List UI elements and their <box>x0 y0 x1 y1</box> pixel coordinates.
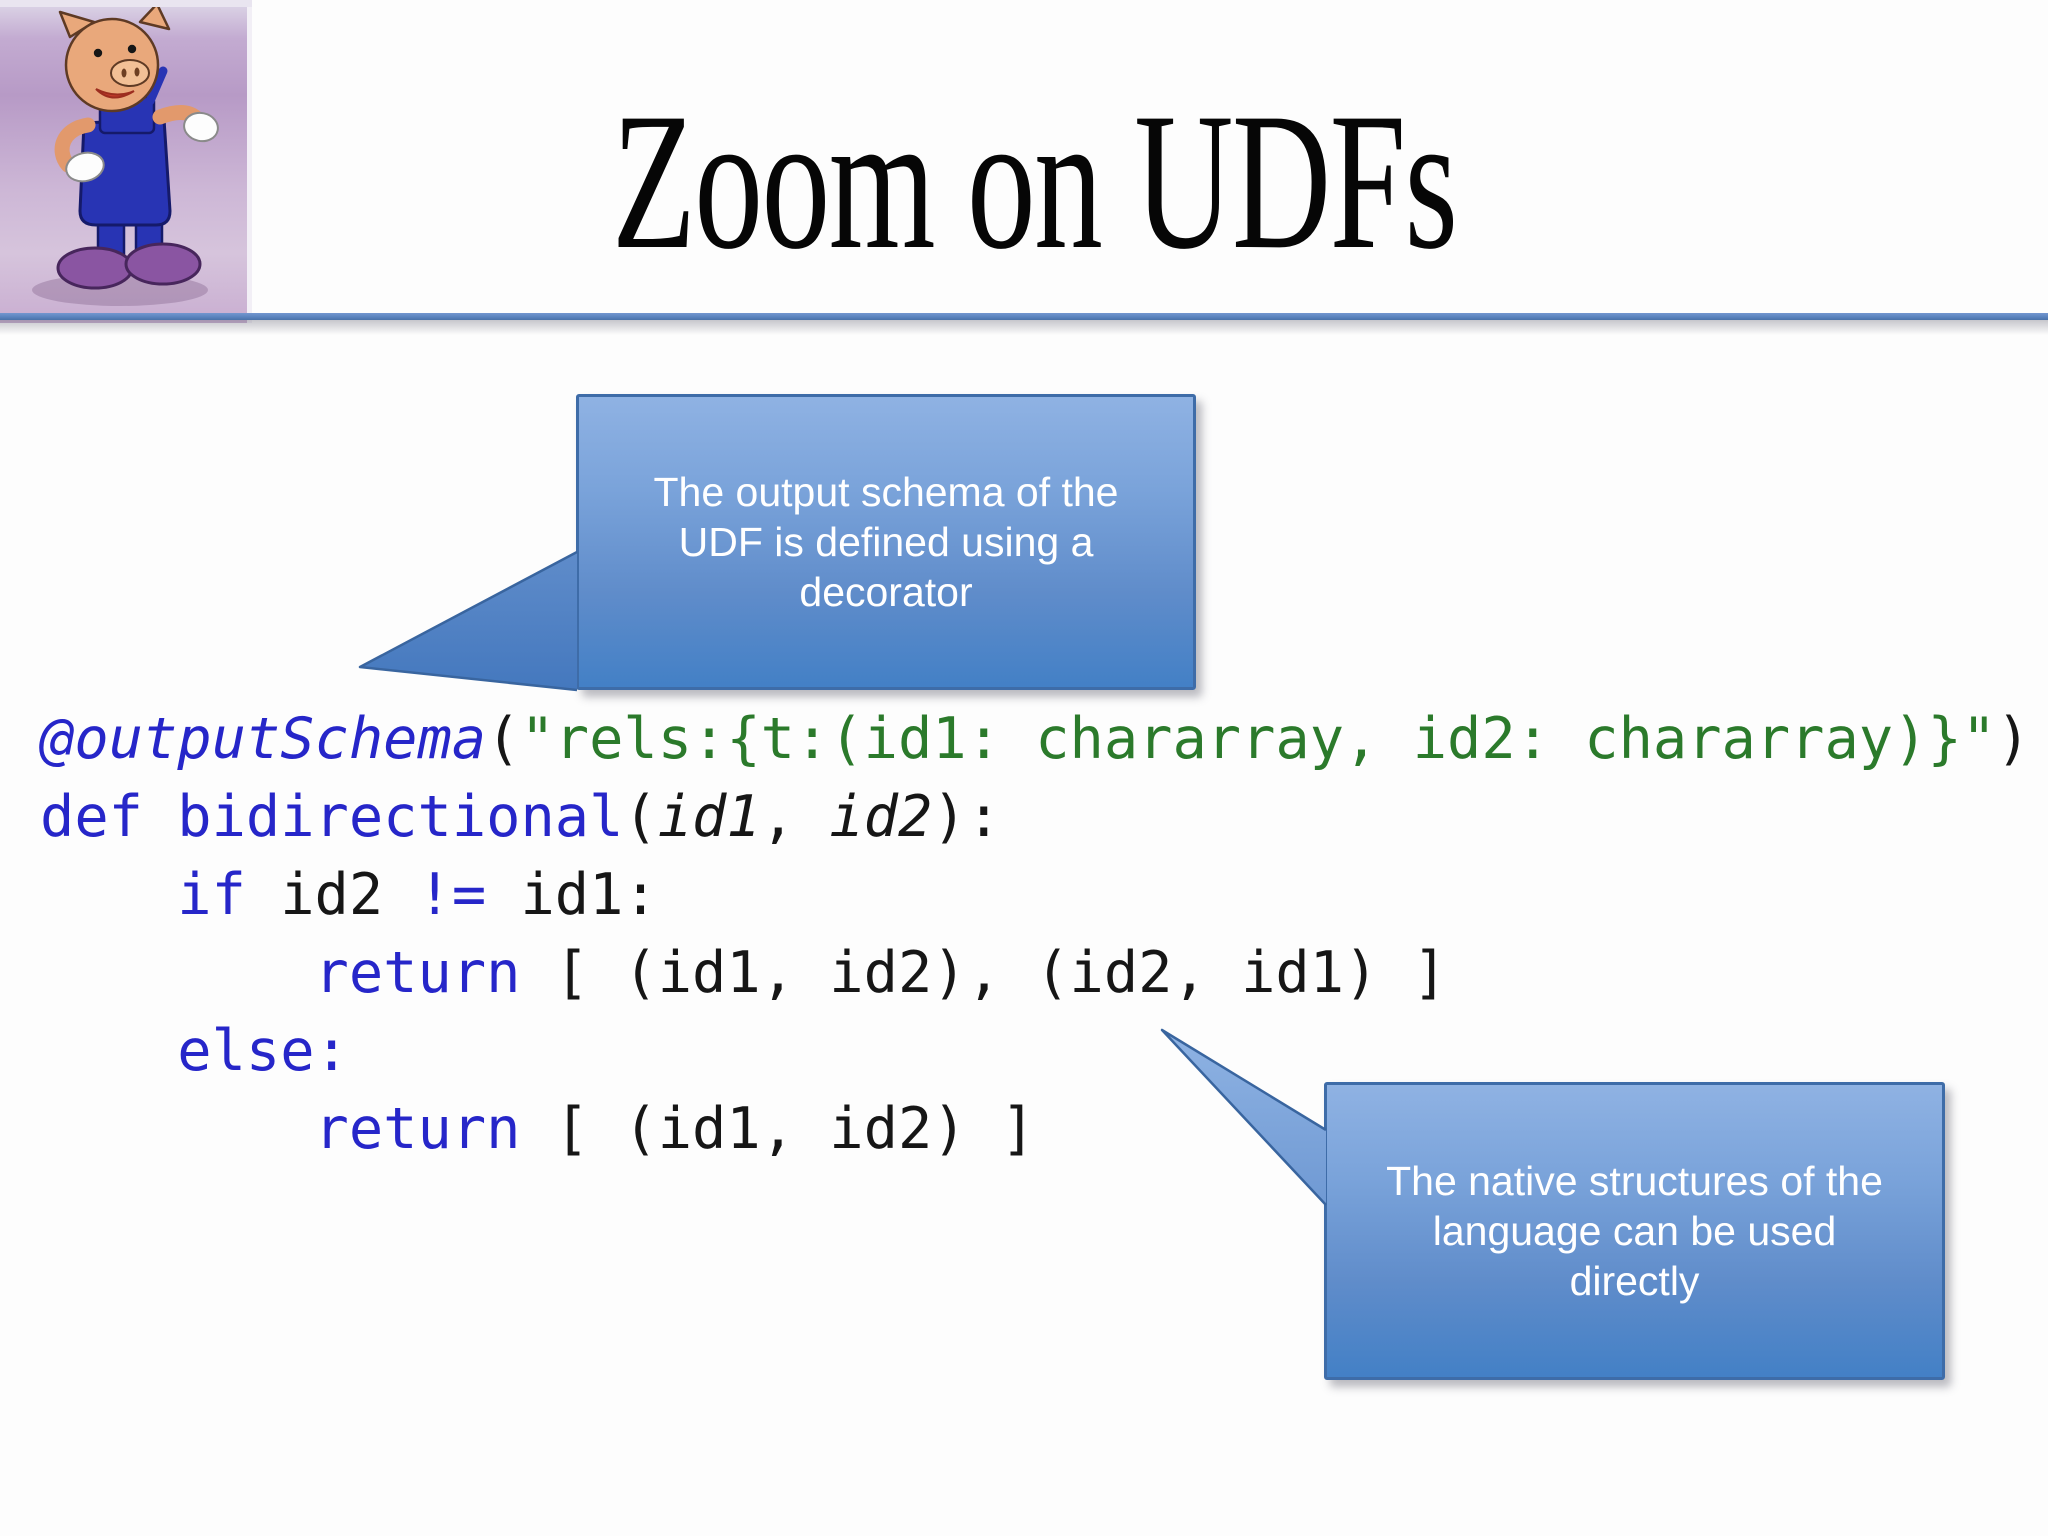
code-line: else: <box>40 1012 2030 1090</box>
callout-text-line: language can be used <box>1432 1208 1837 1254</box>
code-token: id2 <box>245 862 418 928</box>
code-line: return [ (id1, id2) ] <box>40 1090 2030 1168</box>
code-token: ): <box>932 784 1001 850</box>
pig-mascot-logo <box>0 0 252 323</box>
code-token: bidirectional <box>177 784 624 850</box>
callout-text-line: The native structures of the <box>1386 1158 1883 1204</box>
code-snippet: @outputSchema("rels:{t:(id1: chararray, … <box>40 700 2030 1168</box>
code-line: if id2 != id1: <box>40 856 2030 934</box>
header-divider-shadow <box>0 320 2048 335</box>
callout-text-line: decorator <box>799 569 973 615</box>
code-token: id1: <box>486 862 658 928</box>
code-token: [ (id1, id2), (id2, id1) ] <box>520 940 1448 1006</box>
code-line: @outputSchema("rels:{t:(id1: chararray, … <box>40 700 2030 778</box>
callout-text-line: The output schema of the <box>653 469 1119 515</box>
code-token: return <box>314 1096 521 1162</box>
code-token <box>143 784 177 850</box>
callout-pointer-schema <box>360 552 577 690</box>
code-token: ( <box>623 784 658 850</box>
code-token: def <box>40 784 143 850</box>
page-title: Zoom on UDFs <box>0 84 2048 280</box>
code-token: ) <box>1996 706 2031 772</box>
code-token: id2 <box>829 784 933 850</box>
code-token: if <box>177 862 246 928</box>
callout-text-line: directly <box>1569 1258 1700 1304</box>
code-token: != <box>417 862 487 928</box>
code-token <box>40 1096 315 1162</box>
code-token: @outputSchema <box>40 706 487 772</box>
code-token: id1 <box>657 784 761 850</box>
callout-text-line: UDF is defined using a <box>678 519 1094 565</box>
code-token: ( <box>486 706 521 772</box>
code-token <box>40 1018 177 1084</box>
code-token <box>40 862 177 928</box>
code-token <box>40 940 315 1006</box>
callout-output-schema: The output schema of the UDF is defined … <box>576 394 1196 690</box>
code-token: return <box>314 940 521 1006</box>
code-line: return [ (id1, id2), (id2, id1) ] <box>40 934 2030 1012</box>
code-token: else: <box>177 1018 349 1084</box>
code-token: "rels:{t:(id1: chararray, id2: chararray… <box>520 706 1997 772</box>
code-token: [ (id1, id2) ] <box>520 1096 1036 1162</box>
header-divider <box>0 313 2048 320</box>
callout-native-structures: The native structures of the language ca… <box>1324 1082 1945 1380</box>
page-title-text: Zoom on UDFs <box>611 73 1458 290</box>
pig-icon <box>32 7 219 306</box>
code-line: def bidirectional(id1, id2): <box>40 778 2030 856</box>
code-token: , <box>760 784 830 850</box>
